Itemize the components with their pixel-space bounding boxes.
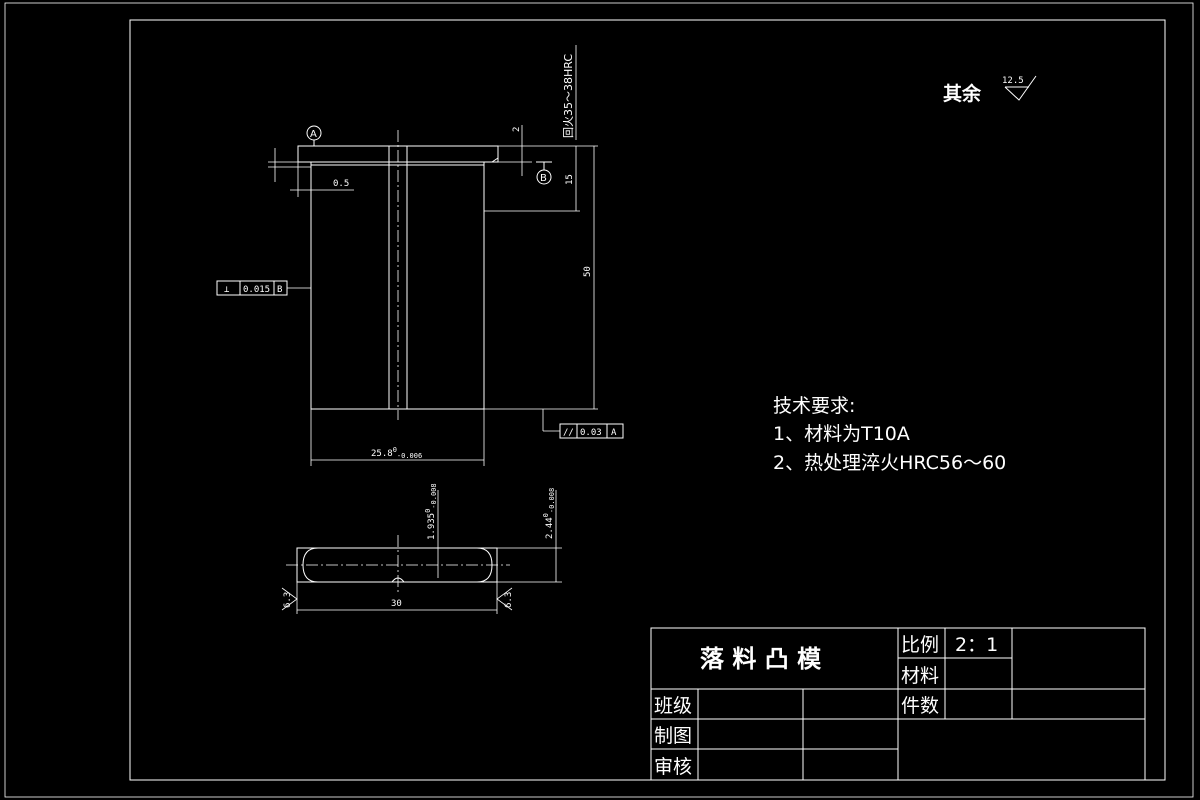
outer-border [4, 2, 1194, 798]
drawn-label: 制图 [654, 725, 692, 747]
roughness-right-value: 6.3 [504, 592, 514, 608]
dim-thickness-sup: 0 [542, 513, 550, 517]
dim-thickness: 2.440-0.008 [497, 488, 562, 583]
dim-left-offset [268, 148, 311, 182]
roughness-symbol: 其余 12.5 [943, 75, 1037, 105]
quantity-label: 件数 [901, 695, 939, 717]
roughness-left-value: 6.3 [283, 592, 293, 608]
dim-width-sup: 0 [393, 446, 397, 454]
notes-item-1: 1、材料为T10A [773, 423, 910, 445]
punch-body [310, 164, 485, 410]
dim-slot-sup: 0 [424, 509, 432, 513]
roughness-value: 12.5 [1002, 76, 1024, 86]
material-label: 材料 [901, 665, 939, 687]
datum-a-label: A [310, 129, 317, 140]
dim-width: 25.80-0.006 [310, 409, 485, 466]
notes-title: 技术要求: [773, 395, 855, 417]
top-view [286, 535, 510, 592]
roughness-right: 6.3 [496, 587, 514, 611]
svg-text:2.440-0.008: 2.440-0.008 [542, 488, 556, 539]
dim-thickness-tol: -0.008 [548, 488, 556, 513]
perp-value: 0.015 [243, 285, 270, 295]
dim-slot-base: 1.935 [427, 513, 437, 540]
perpendicularity-frame: ⊥ 0.015 B [216, 280, 311, 296]
datum-b: B [536, 161, 552, 185]
checked-label: 审核 [654, 756, 692, 778]
dim-length-text: 50 [583, 266, 593, 277]
dim-offset: 0.5 [290, 162, 354, 197]
datum-b-label: B [540, 173, 547, 184]
scale-value: 2：1 [955, 634, 998, 656]
punch-profile [302, 547, 493, 583]
heat-treatment-note: 回火35～38HRC [562, 54, 575, 138]
dim-offset-text: 0.5 [333, 179, 349, 189]
inner-frame [129, 19, 1166, 781]
par-value: 0.03 [580, 428, 602, 438]
dim-slot-tol: -0.008 [430, 483, 438, 508]
dim-plan-length: 30 [296, 582, 498, 614]
part-name: 落 料 凸 模 [700, 645, 822, 673]
dim-width-tol: -0.006 [397, 452, 422, 460]
svg-text:1.9350-0.008: 1.9350-0.008 [424, 483, 438, 540]
front-view [297, 130, 499, 420]
par-symbol: // [563, 428, 574, 438]
notes-item-2: 2、热处理淬火HRC56～60 [773, 452, 1006, 474]
perp-datum: B [277, 285, 282, 295]
dim-shoulder: 15 [484, 146, 580, 212]
scale-label: 比例 [901, 634, 939, 656]
roughness-label: 其余 [943, 82, 982, 105]
dim-flange-thickness: 2 [498, 125, 560, 176]
svg-text:25.80-0.006: 25.80-0.006 [371, 446, 422, 460]
dim-shoulder-text: 15 [565, 174, 575, 185]
datum-a: A [306, 125, 322, 147]
parallelism-frame: // 0.03 A [542, 409, 624, 439]
perp-symbol: ⊥ [224, 285, 230, 295]
dim-slot: 1.9350-0.008 [424, 483, 439, 578]
technical-notes: 技术要求: 1、材料为T10A 2、热处理淬火HRC56～60 [773, 395, 1006, 474]
class-label: 班级 [654, 695, 692, 717]
dim-plan-length-text: 30 [391, 599, 402, 609]
title-block: 落 料 凸 模 比例 2：1 材料 件数 班级 制图 审核 [650, 627, 1146, 781]
dim-flange-thickness-text: 2 [512, 127, 522, 132]
dim-thickness-base: 2.44 [545, 517, 555, 539]
par-datum: A [611, 428, 617, 438]
dim-width-base: 25.8 [371, 449, 393, 459]
roughness-left: 6.3 [281, 587, 298, 611]
dim-length: 50 [484, 145, 598, 410]
